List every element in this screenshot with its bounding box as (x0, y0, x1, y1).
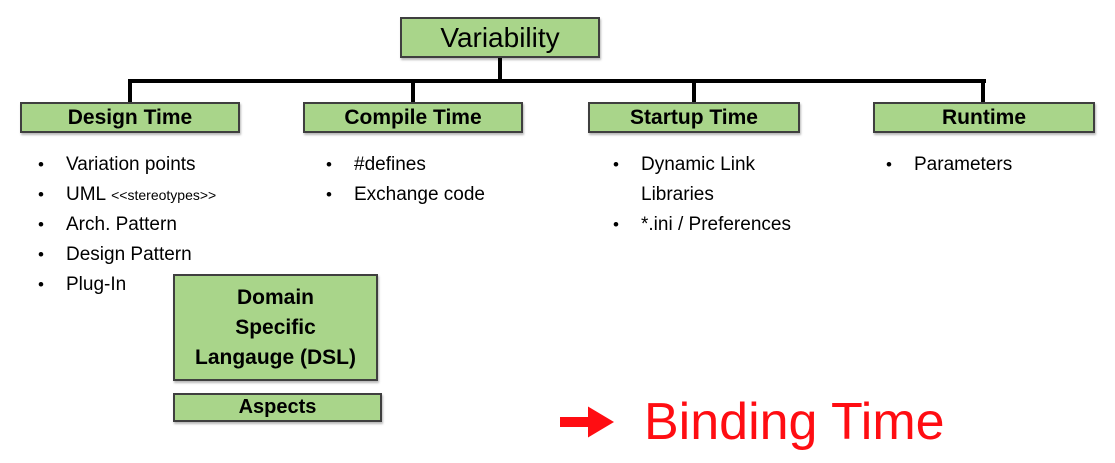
node-variability-label: Variability (440, 21, 560, 53)
node-design-time: Design Time (20, 102, 240, 133)
connector-drop-runtime (981, 79, 985, 103)
list-item: Dynamic Link Libraries (605, 150, 805, 210)
node-aspects-label: Aspects (238, 396, 317, 418)
node-domain-specific-language: Domain Specific Langauge (DSL) (173, 274, 378, 381)
node-variability: Variability (400, 17, 600, 58)
startup-time-list: Dynamic Link Libraries *.ini / Preferenc… (605, 150, 805, 240)
list-item: Parameters (878, 150, 1103, 180)
right-arrow-icon (560, 406, 614, 438)
binding-time-annotation: Binding Time (560, 392, 945, 452)
design-time-list: Variation points UML<<stereotypes>> Arch… (30, 150, 270, 300)
node-startup-time-label: Startup Time (630, 105, 758, 129)
list-item-main: UML (66, 184, 107, 205)
list-item-suffix: <<stereotypes>> (111, 187, 217, 203)
connector-drop-design-time (128, 79, 132, 103)
connector-trunk-horizontal (128, 79, 986, 83)
compile-time-list: #defines Exchange code (318, 150, 538, 210)
node-startup-time: Startup Time (588, 102, 800, 133)
runtime-list: Parameters (878, 150, 1103, 180)
list-item: #defines (318, 150, 538, 180)
connector-drop-startup-time (692, 79, 696, 103)
list-item: *.ini / Preferences (605, 210, 805, 240)
node-design-time-label: Design Time (67, 105, 193, 129)
node-compile-time: Compile Time (303, 102, 523, 133)
node-runtime-label: Runtime (942, 105, 1026, 129)
list-item: UML<<stereotypes>> (30, 180, 270, 210)
list-item: Arch. Pattern (30, 210, 270, 240)
node-dsl-label: Domain Specific Langauge (DSL) (195, 285, 356, 369)
connector-root-vertical (498, 58, 502, 80)
list-item: Plug-In (30, 270, 270, 300)
node-runtime: Runtime (873, 102, 1095, 133)
node-aspects: Aspects (173, 393, 382, 422)
list-item: Variation points (30, 150, 270, 180)
list-item: Exchange code (318, 180, 538, 210)
connector-drop-compile-time (411, 79, 415, 103)
list-item: Design Pattern (30, 240, 270, 270)
node-compile-time-label: Compile Time (344, 105, 482, 129)
binding-time-label: Binding Time (644, 393, 945, 451)
